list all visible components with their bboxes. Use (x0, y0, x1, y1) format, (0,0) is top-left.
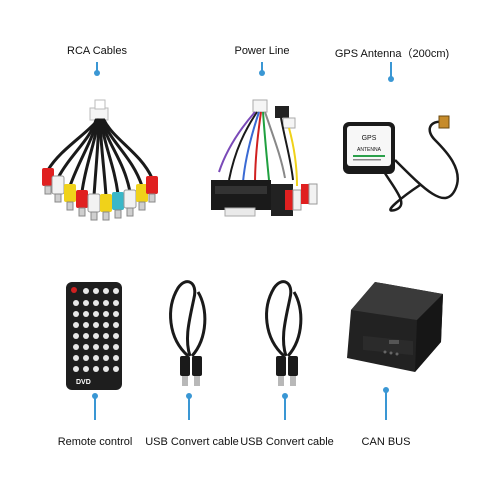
usb-cable-1-image (169, 280, 207, 386)
rca-pointer-line (96, 62, 98, 72)
remote-control-label: Remote control (57, 436, 133, 448)
gps-label-line2: ANTENNA (357, 147, 382, 153)
gps-antenna-label: GPS Antenna（200cm) (334, 48, 450, 60)
usb-convert-cable-1-label: USB Convert cable (145, 436, 239, 448)
gps-pointer-dot (388, 76, 394, 82)
rca-pointer-dot (94, 70, 100, 76)
gps-label-line1: GPS (362, 135, 377, 142)
usb-cable-2-image (265, 280, 303, 386)
power-line-image (211, 99, 318, 217)
remote-dvd-logo: DVD (76, 379, 91, 386)
can-bus-label: CAN BUS (361, 436, 411, 448)
usb2-pointer-line (284, 396, 286, 420)
can-bus-image (347, 282, 443, 372)
rca-cables-image (42, 99, 158, 221)
power-pointer-dot (259, 70, 265, 76)
canbus-pointer-line (385, 390, 387, 420)
gps-pointer-line (390, 62, 392, 78)
remote-pointer-line (94, 396, 96, 420)
rca-cables-label: RCA Cables (67, 45, 127, 57)
remote-buttons (73, 288, 119, 372)
remote-control-image: DVD (66, 282, 122, 390)
usb-convert-cable-2-label: USB Convert cable (240, 436, 334, 448)
usb1-pointer-line (188, 396, 190, 420)
power-line-label: Power Line (234, 45, 290, 57)
gps-antenna-image: GPS ANTENNA (343, 115, 459, 212)
power-pointer-line (261, 62, 263, 72)
